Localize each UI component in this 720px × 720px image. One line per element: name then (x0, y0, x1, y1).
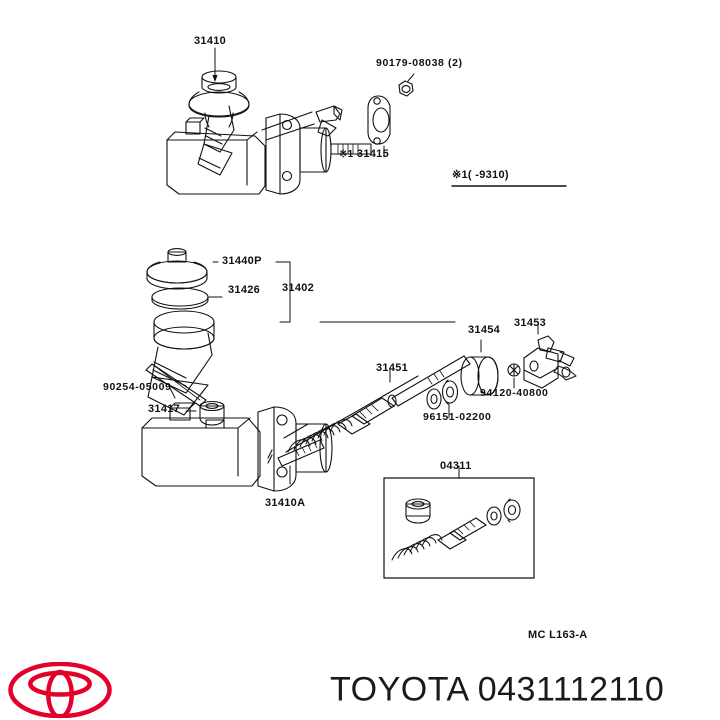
nut-90179-08038 (398, 73, 415, 97)
diagram-illustration (141, 47, 577, 579)
pin-31410A (267, 439, 325, 485)
watermark-bar: TOYOTA 0431112110 (0, 660, 720, 720)
watermark-brand-text: TOYOTA 0431112110 (330, 670, 665, 709)
gasket-ring-31426 (151, 287, 223, 310)
callout-90179-08038: 90179-08038 (2) (376, 57, 463, 69)
callout-31415-text: 31415 (356, 148, 389, 160)
clip-94120-40800 (507, 363, 521, 389)
callout-31410A: 31410A (265, 497, 306, 509)
roll-pin-90254-05009 (145, 363, 207, 407)
callout-31410: 31410 (194, 35, 227, 47)
callout-94120-40800: 94120-40800 (480, 387, 549, 399)
callout-04311: 04311 (440, 460, 472, 472)
upper-master-cylinder-assembly (166, 47, 372, 195)
group-bracket-31402 (275, 261, 291, 323)
note-marker-1: ※1 (339, 149, 354, 160)
callout-96151-02200: 96151-02200 (423, 411, 492, 423)
reservoir-cap-31440P (146, 248, 219, 290)
parts-diagram: 31410 90179-08038 (2) ※1 31415 ※1( -9310… (103, 35, 588, 641)
callout-31454: 31454 (468, 324, 501, 336)
callout-31440P: 31440P (222, 255, 262, 267)
reservoir-body-31402 (147, 310, 456, 416)
gasket-31415 (367, 95, 391, 158)
bushing-31454 (460, 339, 499, 396)
callout-90254-05009: 90254-05009 (103, 381, 172, 393)
note-1-applicability: ※1( -9310) (452, 169, 509, 181)
callout-31426: 31426 (228, 284, 261, 296)
callout-31415: ※1 31415 (339, 149, 389, 160)
lower-master-cylinder-assembly (141, 248, 456, 492)
callout-31451: 31451 (376, 362, 409, 374)
repair-kit-box (383, 465, 535, 579)
clevis-31453 (523, 321, 577, 389)
washers-96151-02200 (426, 379, 459, 419)
callout-31402: 31402 (282, 282, 315, 294)
diagram-code: MC L163-A (528, 629, 588, 641)
toyota-logo (8, 662, 112, 718)
callout-31417: 31417 (148, 403, 181, 415)
callout-31453: 31453 (514, 317, 547, 329)
piston-spring-assembly (283, 355, 471, 453)
